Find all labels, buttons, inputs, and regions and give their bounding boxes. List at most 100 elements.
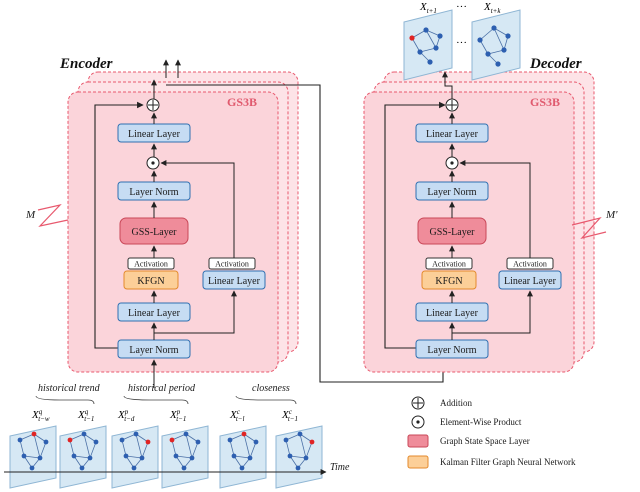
graph-node [169,437,175,443]
svg-text:Linear Layer: Linear Layer [426,129,479,140]
decoder: Decoder GS3B M' Linear Layer Layer Norm … [363,56,618,373]
graph-node [303,455,309,461]
output-top-dots: ··· [456,1,467,13]
encoder-linear-mid: Linear Layer [117,302,191,322]
svg-text:Layer Norm: Layer Norm [129,345,178,356]
legend: Addition Element-Wise Product Graph Stat… [407,396,576,469]
svg-text:Activation: Activation [432,260,466,269]
graph-edge [285,433,301,441]
encoder-repeat-label: M [25,209,36,221]
graph-node [287,453,293,459]
svg-text:Activation: Activation [513,260,547,269]
encoder-layer-norm-mid: Layer Norm [117,181,191,201]
node [501,47,507,53]
historical-trend-label: historical trend [38,383,101,394]
graph-node [227,437,233,443]
decoder-branch-arrow [452,290,533,334]
output-graph-last [471,9,521,81]
decoder-kfgn: KFGN [421,270,477,290]
decoder-gs3b-label: GS3B [530,95,560,109]
graph-edge [249,441,257,459]
graph-edge [33,433,47,443]
encoder-title: Encoder [59,56,113,72]
graph-edge [23,455,41,459]
graph-node [119,437,125,443]
input-graph-panel [111,425,159,489]
graph-edge [121,433,137,441]
graph-edge [19,439,25,457]
node [433,45,439,51]
svg-text:Linear Layer: Linear Layer [504,276,557,287]
encoder-decoder-connection [166,84,447,383]
graph-edge [289,455,307,459]
graph-node [21,453,27,459]
node [437,33,443,39]
decoder-activation-left: Activation [425,257,473,270]
svg-text:Layer Norm: Layer Norm [427,345,476,356]
graph-edge [83,433,97,443]
input-graph-panel [275,425,323,489]
decoder-layer-norm-mid: Layer Norm [415,181,489,201]
svg-text:Element-Wise Product: Element-Wise Product [440,417,522,427]
svg-text:Linear Layer: Linear Layer [128,308,181,319]
graph-node [173,453,179,459]
graph-node [239,465,245,471]
graph-node [71,453,77,459]
graph-node [81,431,87,437]
svg-text:Linear Layer: Linear Layer [208,276,261,287]
graph-edge [171,439,177,457]
output-first-label: Xt+1 [419,1,437,15]
graph-edge [135,433,149,443]
legend-product: Element-Wise Product [411,415,522,429]
graph-edge [243,433,251,459]
graph-node [253,439,259,445]
svg-text:Linear Layer: Linear Layer [128,129,181,140]
input-section: historical trend historical period close… [4,383,350,489]
input-graphs [9,425,323,489]
encoder-gate-arrow [160,160,235,258]
decoder-activation-right: Activation [506,257,554,270]
input-graph-panel [161,425,209,489]
graph-node [93,439,99,445]
svg-text:Kalman Filter Graph Neural Net: Kalman Filter Graph Neural Network [440,457,576,467]
encoder-product-symbol [146,156,160,170]
svg-text:GSS-Layer: GSS-Layer [132,227,178,238]
graph-edge [299,433,307,459]
decoder-linear-top: Linear Layer [415,123,489,143]
brace-closeness [235,395,297,405]
output-graphs: Xt+1 ··· Xt+k ··· [403,1,521,81]
graph-edge [135,433,143,459]
node [485,51,491,57]
node [491,25,497,31]
graph-node [241,431,247,437]
encoder-repeat-bracket [37,203,69,227]
graph-node [43,439,49,445]
decoder-linear-mid: Linear Layer [415,302,489,322]
graph-node [67,437,73,443]
graph-edge [89,441,97,459]
node [505,33,511,39]
graph-edge [185,433,193,459]
graph-edge [125,455,135,469]
decoder-output-arrow [442,71,453,99]
graph-edge [121,439,127,457]
graph-edge [243,433,257,443]
graph-edge [83,433,91,459]
decoder-repeat-bracket [571,216,607,240]
brace-period [123,395,189,405]
decoder-linear-right: Linear Layer [498,270,562,290]
svg-text:Graph State Space Layer: Graph State Space Layer [440,436,530,446]
output-mid-dots: ··· [456,37,467,49]
node [423,27,429,33]
graph-node [29,465,35,471]
svg-text:Activation: Activation [215,260,249,269]
decoder-repeat-label: M' [605,209,618,221]
graph-node [87,455,93,461]
graph-node [139,455,145,461]
graph-edge [33,433,41,459]
graph-node [79,465,85,471]
